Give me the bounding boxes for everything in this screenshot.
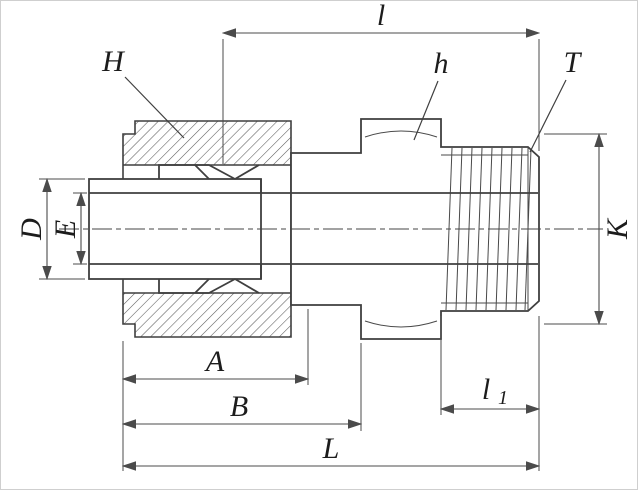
thread-lines	[441, 147, 532, 311]
dim-label-l1: l	[482, 373, 490, 406]
dim-D: D	[15, 177, 85, 281]
dim-B: B	[121, 343, 363, 431]
hex-chamfer-bottom	[364, 320, 438, 328]
dim-L: L	[121, 316, 541, 471]
dim-label-E: E	[49, 220, 82, 239]
dim-label-T: T	[564, 46, 583, 79]
dim-H: H	[101, 45, 185, 139]
dim-T: T	[529, 46, 583, 153]
fitting-cross-section	[59, 118, 603, 340]
dim-h: h	[413, 47, 449, 141]
dim-E: E	[49, 191, 87, 266]
dim-label-h: h	[434, 47, 449, 80]
dim-label-H: H	[101, 45, 126, 78]
dim-label-L: L	[322, 432, 340, 465]
dim-l: l	[221, 1, 541, 164]
hex-chamfer-top	[364, 130, 438, 138]
dimensions: l H h T D	[15, 1, 634, 471]
dim-label-l1-subscript: 1	[498, 387, 508, 409]
ferrule-bottom-split	[194, 278, 210, 294]
dim-label-D: D	[15, 218, 48, 241]
body-seat-bottom	[234, 278, 260, 294]
ferrule-top	[158, 164, 236, 180]
dim-label-A: A	[204, 345, 225, 378]
dim-label-B: B	[230, 390, 248, 423]
dim-label-l: l	[377, 1, 385, 32]
ferrule-top-split	[194, 164, 210, 180]
dim-label-K: K	[601, 217, 634, 240]
dim-A: A	[121, 309, 310, 471]
body-seat-top	[234, 164, 260, 180]
dim-l1: l 1	[439, 316, 541, 415]
dim-K: K	[544, 132, 634, 326]
ferrule-bottom	[158, 278, 236, 294]
